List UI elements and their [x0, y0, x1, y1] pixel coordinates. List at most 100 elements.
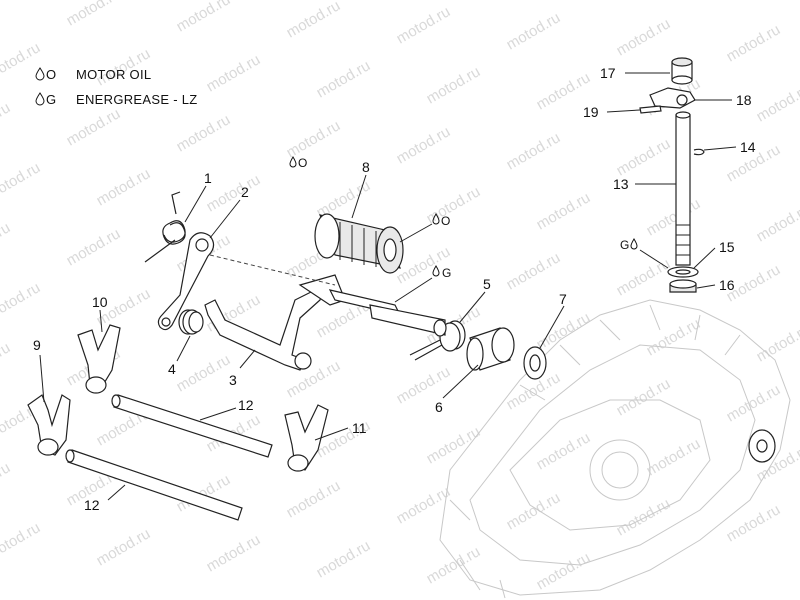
part-16-bearing [669, 279, 697, 293]
callout-8: 8 [362, 159, 370, 175]
watermark-text: motod.ru [94, 165, 154, 209]
selector-shaft [369, 304, 447, 337]
legend-label-oil: MOTOR OIL [76, 67, 151, 82]
watermark-text: motod.ru [0, 219, 13, 263]
callout-6: 6 [435, 399, 443, 415]
watermark-text: motod.ru [0, 339, 13, 383]
lube-mark-seal-grease: G [620, 238, 629, 252]
watermark-text: motod.ru [644, 435, 704, 479]
watermark-text: motod.ru [614, 255, 674, 299]
callout-17: 17 [600, 65, 616, 81]
watermark-text: motod.ru [614, 495, 674, 539]
callout-11: 11 [352, 420, 367, 436]
part-13-shaft [675, 111, 691, 266]
part-12-rod-lower [65, 449, 243, 521]
watermark-text: motod.ru [724, 21, 784, 65]
part-12-rod-upper [111, 394, 273, 458]
watermark-text: motod.ru [314, 177, 374, 221]
watermark-text: motod.ru [314, 537, 374, 581]
watermark-text: motod.ru [754, 321, 800, 365]
callout-12-upper: 12 [238, 397, 254, 413]
part-14-clip [693, 148, 705, 156]
callout-9: 9 [33, 337, 41, 353]
oil-drop-icon [289, 156, 297, 168]
callout-7: 7 [559, 291, 567, 307]
watermark-text: motod.ru [644, 315, 704, 359]
legend-symbol-oil: O [46, 67, 56, 82]
part-1-spring [144, 191, 186, 263]
watermark-text: motod.ru [174, 0, 234, 35]
part-7-washer [523, 346, 547, 380]
legend-symbol-grease: G [46, 92, 56, 107]
watermark-text: motod.ru [534, 189, 594, 233]
watermark-text: motod.ru [284, 477, 344, 521]
watermark-text: motod.ru [204, 51, 264, 95]
watermark-text: motod.ru [504, 9, 564, 53]
part-9-fork [27, 394, 71, 456]
watermark-text: motod.ru [504, 129, 564, 173]
watermark-text: motod.ru [0, 279, 43, 323]
watermark-text: motod.ru [394, 363, 454, 407]
part-8-drum [314, 213, 404, 274]
oil-drop-icon [432, 213, 440, 225]
watermark-text: motod.ru [644, 195, 704, 239]
watermark-text: motod.ru [754, 81, 800, 125]
part-2-lever [157, 232, 215, 331]
watermark-text: motod.ru [724, 381, 784, 425]
leader-lines [39, 72, 737, 501]
lube-mark-drum-oil-2: O [441, 214, 450, 228]
part-17-bearing [671, 57, 693, 85]
watermark-text: motod.ru [174, 351, 234, 395]
part-19-screw [639, 105, 662, 114]
grease-drop-icon [630, 238, 638, 250]
callout-3: 3 [229, 372, 237, 388]
watermark-text: motod.ru [284, 0, 344, 41]
callout-10: 10 [92, 294, 108, 310]
watermark-text: motod.ru [614, 15, 674, 59]
watermark-text: motod.ru [0, 459, 13, 503]
callout-16: 16 [719, 277, 735, 293]
callout-18: 18 [736, 92, 752, 108]
watermark-text: motod.ru [394, 3, 454, 47]
watermark-text: motod.ru [0, 99, 13, 143]
callout-14: 14 [740, 139, 756, 155]
watermark-text: motod.ru [534, 309, 594, 353]
watermark-text: motod.ru [64, 225, 124, 269]
callout-15: 15 [719, 239, 735, 255]
lube-mark-drum-oil: O [298, 156, 307, 170]
watermark-text: motod.ru [424, 423, 484, 467]
watermark-text: motod.ru [534, 549, 594, 593]
watermark-text: motod.ru [204, 531, 264, 575]
watermark-text: motod.ru [614, 375, 674, 419]
part-6-bushing [466, 327, 515, 371]
lube-marks: O O G G [289, 156, 669, 303]
lube-mark-shaft-grease: G [442, 266, 451, 280]
callout-19: 19 [583, 104, 599, 120]
oil-drop-icon [35, 67, 45, 81]
watermark-text: motod.ru [64, 0, 124, 29]
watermark-text: motod.ru [0, 0, 13, 23]
watermark-text: motod.ru [504, 249, 564, 293]
watermark-text: motod.ru [424, 183, 484, 227]
watermark-text: motod.ru [64, 105, 124, 149]
legend-label-grease: ENERGREASE - LZ [76, 92, 198, 107]
legend: O MOTOR OIL G ENERGREASE - LZ [35, 67, 198, 107]
watermark-text: motod.ru [0, 519, 43, 563]
part-4-spring [178, 309, 204, 335]
washer-right [748, 429, 776, 463]
part-11-fork [284, 404, 329, 472]
callout-12-lower: 12 [84, 497, 100, 513]
callout-4: 4 [168, 361, 176, 377]
crankcase-ghost-outline [439, 299, 791, 599]
watermark-text: motod.ru [0, 159, 43, 203]
grease-drop-icon [432, 265, 440, 277]
part-15-seal [667, 266, 699, 278]
callout-5: 5 [483, 276, 491, 292]
watermark-text: motod.ru [394, 123, 454, 167]
watermark-text: motod.ru [174, 111, 234, 155]
watermark-text: motod.ru [614, 135, 674, 179]
callout-1: 1 [204, 170, 212, 186]
watermark-text: motod.ru [284, 117, 344, 161]
watermark-text: motod.ru [534, 429, 594, 473]
